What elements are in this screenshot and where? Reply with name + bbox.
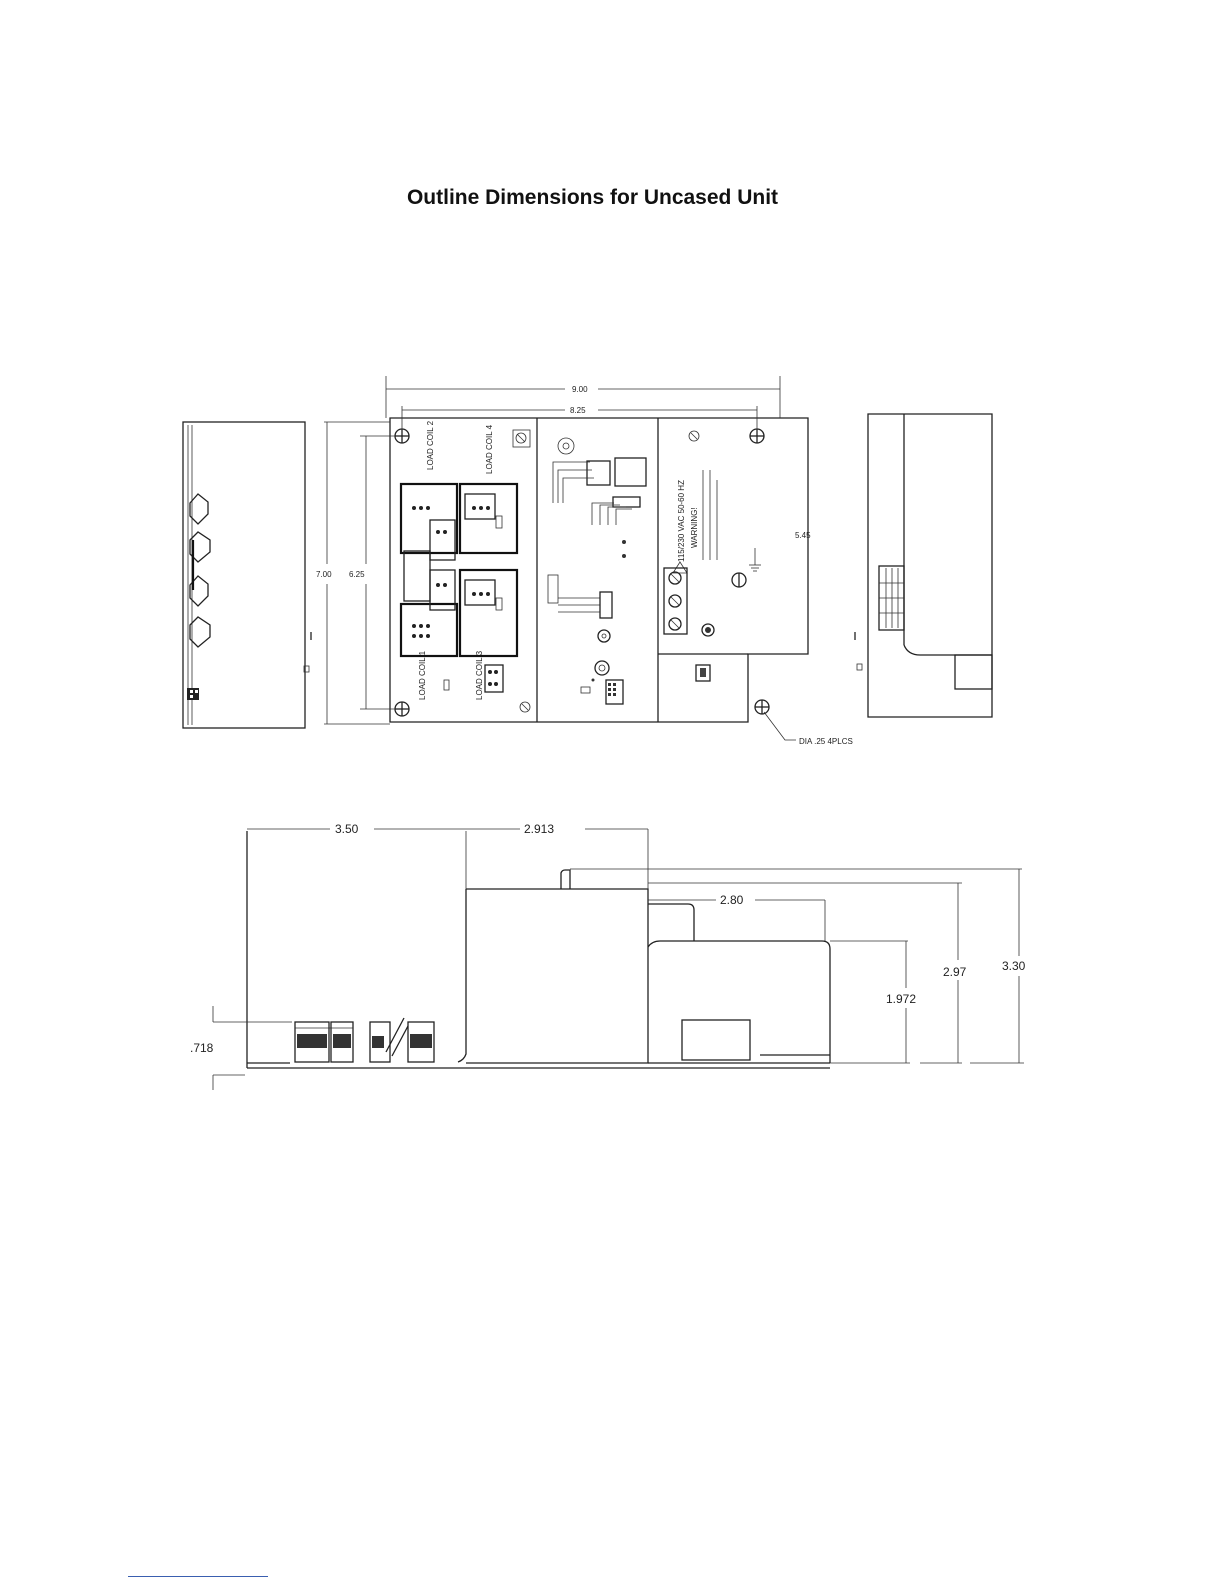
right-end-view [855, 414, 992, 717]
mounting-hole-tl [395, 429, 409, 443]
dim-base-height: .718 [190, 1041, 214, 1055]
coil-block-3 [460, 570, 517, 656]
label-warning: WARNING! [690, 507, 699, 548]
side-view [247, 831, 830, 1068]
label-voltage-rating: 115/230 VAC 50-60 HZ [677, 480, 686, 562]
footer-rule [128, 1576, 268, 1577]
dim-hole-spacing-height: 6.25 [349, 570, 365, 579]
dim-right-width: 2.80 [720, 893, 744, 907]
label-load-coil-3: LOAD COIL 3 [475, 650, 484, 700]
callout-hole-diameter: DIA .25 4PLCS [799, 737, 853, 746]
mounting-hole-br [755, 700, 769, 714]
dim-right-height: 5.45 [795, 531, 811, 540]
dim-height-2: 2.97 [943, 965, 967, 979]
left-end-view [183, 422, 311, 728]
dim-middle-width: 2.913 [524, 822, 554, 836]
terminal-blocks [295, 1018, 434, 1062]
dim-hole-spacing-width: 8.25 [570, 406, 586, 415]
mounting-hole-tr [750, 429, 764, 443]
coil-block-1 [401, 604, 457, 656]
dim-height-3: 3.30 [1002, 959, 1026, 973]
top-view: LOAD COIL 2 LOAD COIL 4 LOAD COIL 1 LOAD… [390, 418, 808, 722]
dim-height-1: 1.972 [886, 992, 916, 1006]
coil-block-2 [401, 484, 457, 553]
label-load-coil-1: LOAD COIL 1 [418, 650, 427, 700]
label-load-coil-4: LOAD COIL 4 [485, 424, 494, 474]
dim-overall-height: 7.00 [316, 570, 332, 579]
dim-overall-width: 9.00 [572, 385, 588, 394]
side-view-dimensions: 3.50 2.913 2.80 1.972 2.97 3.30 .718 [190, 822, 1026, 1090]
label-load-coil-2: LOAD COIL 2 [426, 420, 435, 470]
mounting-hole-bl [395, 702, 409, 716]
dim-left-width: 3.50 [335, 822, 359, 836]
